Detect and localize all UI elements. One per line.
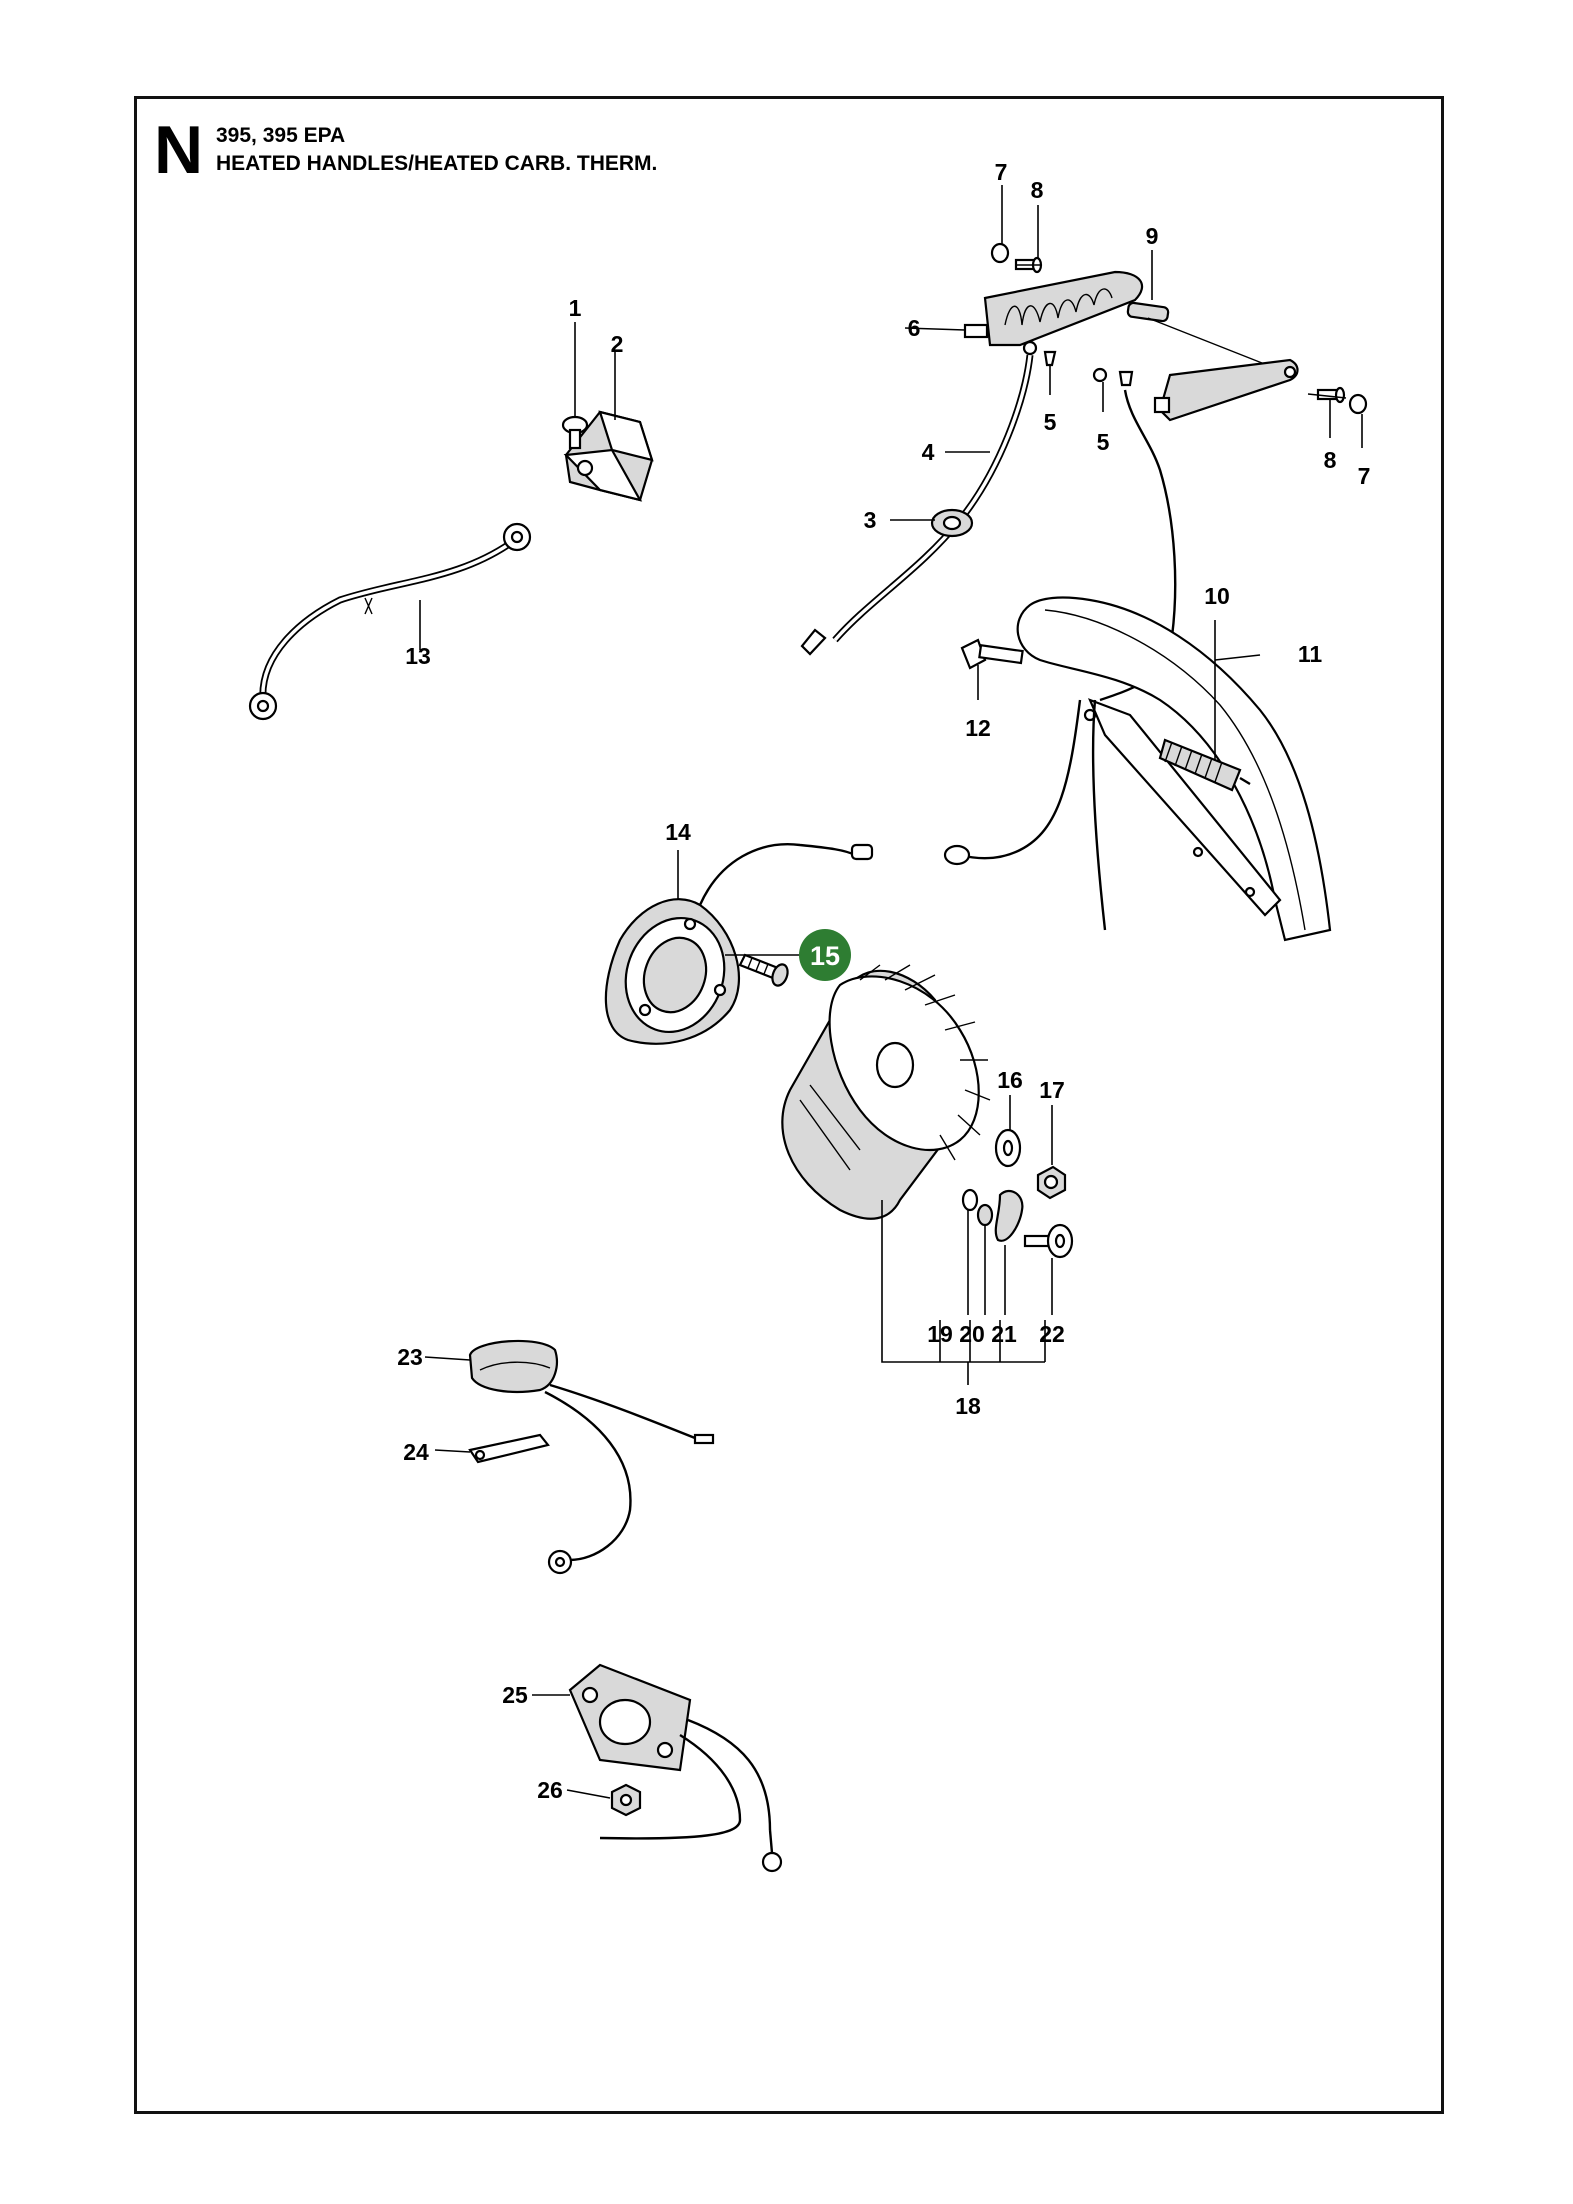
label-part-13: 13 [405,643,431,669]
part-10-front-handle[interactable] [943,596,1332,942]
part-19-washer[interactable] [961,1188,979,1212]
label-part-5-left: 5 [1044,409,1057,435]
part-8-screw-right[interactable] [1316,386,1346,404]
part-14-generator[interactable] [604,843,874,1046]
label-part-2: 2 [611,331,624,357]
label-part-14: 14 [665,819,691,845]
part-21-pawl[interactable] [994,1189,1024,1242]
highlight-badge-part-15[interactable]: 15 [799,929,851,981]
part-20-spring-washer[interactable] [976,1203,994,1227]
part-7-cap-right[interactable] [1348,393,1368,415]
part-18-flywheel[interactable] [781,964,991,1220]
section-letter: N [154,112,204,188]
highlight-circle [799,929,851,981]
part-13-ground-cable[interactable] [248,522,532,721]
diagram-frame [134,96,1444,2114]
part-16-washer[interactable] [994,1128,1022,1168]
label-part-7-left: 7 [995,159,1008,185]
label-part-10: 10 [1204,583,1230,609]
part-2-thermostat-switch[interactable] [563,410,654,502]
part-3-grommet[interactable] [930,508,974,538]
handle-cover-plate [1153,358,1299,422]
part-25-heating-element[interactable] [568,1663,783,1873]
label-part-17: 17 [1039,1077,1065,1103]
label-part-21: 21 [991,1321,1017,1347]
label-part-8-left: 8 [1031,177,1044,203]
label-part-22: 22 [1039,1321,1065,1347]
part-5-connector-left[interactable] [1043,350,1057,367]
part-17-nut[interactable] [1036,1165,1067,1200]
label-part-23: 23 [397,1344,423,1370]
label-part-8-right: 8 [1324,447,1337,473]
part-24-bracket[interactable] [468,1433,550,1464]
label-part-15: 15 [810,941,840,971]
label-part-18: 18 [955,1393,981,1419]
part-23-carburetor-heater[interactable] [468,1339,715,1575]
model-label: 395, 395 EPA [216,124,346,147]
part-4-handle-cable[interactable] [800,340,1038,656]
part-26-nut[interactable] [610,1783,642,1817]
label-part-25: 25 [502,1682,528,1708]
part-7-cap-left[interactable] [990,242,1010,264]
label-part-7-right: 7 [1358,463,1371,489]
label-part-19: 19 [927,1321,953,1347]
label-part-4: 4 [922,439,935,465]
part-9-pin[interactable] [1126,301,1170,323]
label-part-11: 11 [1298,641,1323,667]
label-part-26: 26 [537,1777,563,1803]
leader-lines [419,185,1363,1799]
label-part-5-right: 5 [1097,429,1110,455]
label-part-12: 12 [965,715,991,741]
part-22-screw[interactable] [1023,1223,1074,1259]
label-part-20: 20 [959,1321,985,1347]
label-part-3: 3 [864,507,877,533]
part-15-screw[interactable] [738,953,790,988]
part-12-bolt[interactable] [960,638,1024,670]
part-5-connector-right[interactable] [1092,367,1134,387]
label-part-9: 9 [1146,223,1159,249]
label-part-1: 1 [569,295,582,321]
section-title: HEATED HANDLES/HEATED CARB. THERM. [216,152,658,175]
label-part-24: 24 [403,1439,429,1465]
label-part-6: 6 [908,315,921,341]
label-part-16: 16 [997,1067,1023,1093]
part-6-heating-element[interactable] [963,270,1143,347]
